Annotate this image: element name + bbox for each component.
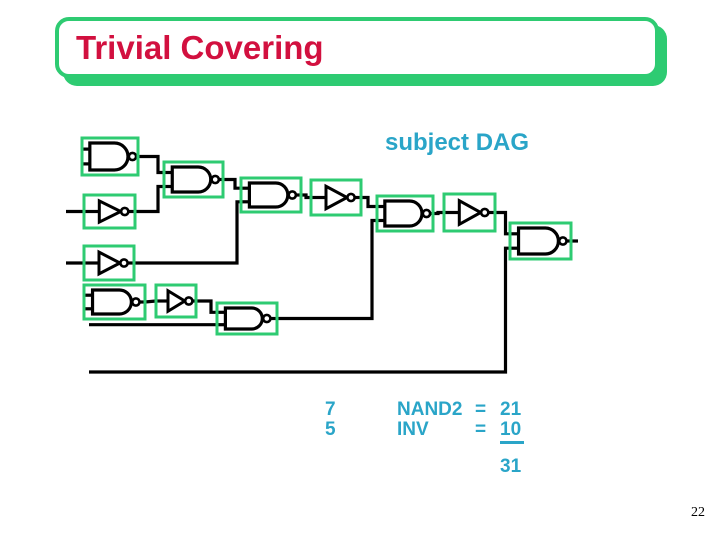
nand-output	[508, 221, 573, 261]
inversion-bubble	[421, 208, 432, 219]
nand2-cost: 21	[500, 399, 522, 420]
match-highlight-box	[82, 193, 137, 230]
cost-equals-column: = =	[475, 400, 486, 440]
wire	[134, 200, 241, 265]
inversion-bubble	[183, 296, 194, 306]
match-highlight-box	[162, 160, 225, 199]
match-highlight-box	[215, 301, 279, 336]
equals-sign: =	[475, 419, 487, 440]
inversion-bubble	[479, 207, 490, 218]
match-highlight-box	[375, 194, 435, 233]
inv-bottom-mid	[154, 283, 198, 319]
wire	[277, 218, 377, 321]
inversion-bubble	[127, 151, 138, 162]
match-highlight-box	[239, 176, 303, 214]
nand-body	[88, 141, 130, 172]
cost-total: 31	[500, 456, 522, 477]
nand-body	[170, 165, 213, 194]
nand-bottom-left	[82, 283, 147, 321]
inversion-bubble	[119, 258, 129, 268]
inversion-bubble	[287, 190, 298, 200]
inv-right	[442, 192, 497, 233]
nand-fourth	[375, 194, 435, 233]
nand-body	[383, 199, 424, 228]
cost-count-column: 7 5	[325, 400, 336, 440]
wire	[361, 195, 377, 209]
match-highlight-box	[309, 178, 363, 217]
inv-triangle	[324, 183, 351, 212]
match-highlight-box	[80, 136, 140, 177]
inv-triangle	[457, 198, 484, 227]
slide-title: Trivial Covering	[76, 28, 324, 66]
inv-row2-left	[82, 193, 137, 230]
nand-bottom-mid	[215, 301, 279, 336]
wire	[89, 246, 510, 374]
inversion-bubble	[119, 206, 130, 217]
nand2-label: NAND2	[397, 399, 463, 420]
nand-second	[162, 160, 225, 199]
match-highlight-box	[508, 221, 573, 261]
inversion-bubble	[210, 174, 221, 185]
nand-body	[516, 226, 560, 256]
inv-cost-underlined: 10	[500, 420, 525, 444]
page-number: 22	[691, 505, 705, 520]
wire	[223, 177, 241, 190]
match-highlight-box	[82, 244, 136, 282]
wire	[135, 184, 164, 214]
inv-label: INV	[397, 419, 429, 440]
inversion-bubble	[346, 192, 356, 203]
inversion-bubble	[557, 236, 568, 246]
equals-sign: =	[475, 399, 487, 420]
inv-count: 5	[325, 419, 336, 440]
inversion-bubble	[130, 297, 141, 307]
wire	[144, 299, 157, 304]
inv-triangle	[97, 249, 124, 277]
wire	[138, 154, 164, 175]
nand-body	[90, 288, 133, 316]
nand-body	[247, 181, 290, 209]
nand-body	[223, 306, 264, 331]
inversion-bubble	[261, 313, 272, 324]
wire	[301, 193, 311, 200]
match-highlight-box	[154, 283, 198, 319]
inv-mid	[309, 178, 363, 217]
match-highlight-box	[82, 283, 147, 321]
wire	[433, 210, 444, 216]
wire	[495, 210, 510, 236]
match-highlight-box	[442, 192, 497, 233]
wire	[196, 299, 217, 314]
diagram-label: subject DAG	[385, 129, 530, 156]
nand-top-left	[80, 136, 140, 177]
inv-row3-left	[82, 244, 136, 282]
inv-triangle	[166, 288, 188, 314]
nand2-count: 7	[325, 399, 336, 420]
cost-gate-column: NAND2 INV	[397, 400, 462, 440]
nand-third	[239, 176, 303, 214]
title-box: Trivial Covering	[55, 17, 659, 78]
inv-triangle	[97, 198, 125, 225]
cost-value-column: 21 10	[500, 399, 525, 444]
